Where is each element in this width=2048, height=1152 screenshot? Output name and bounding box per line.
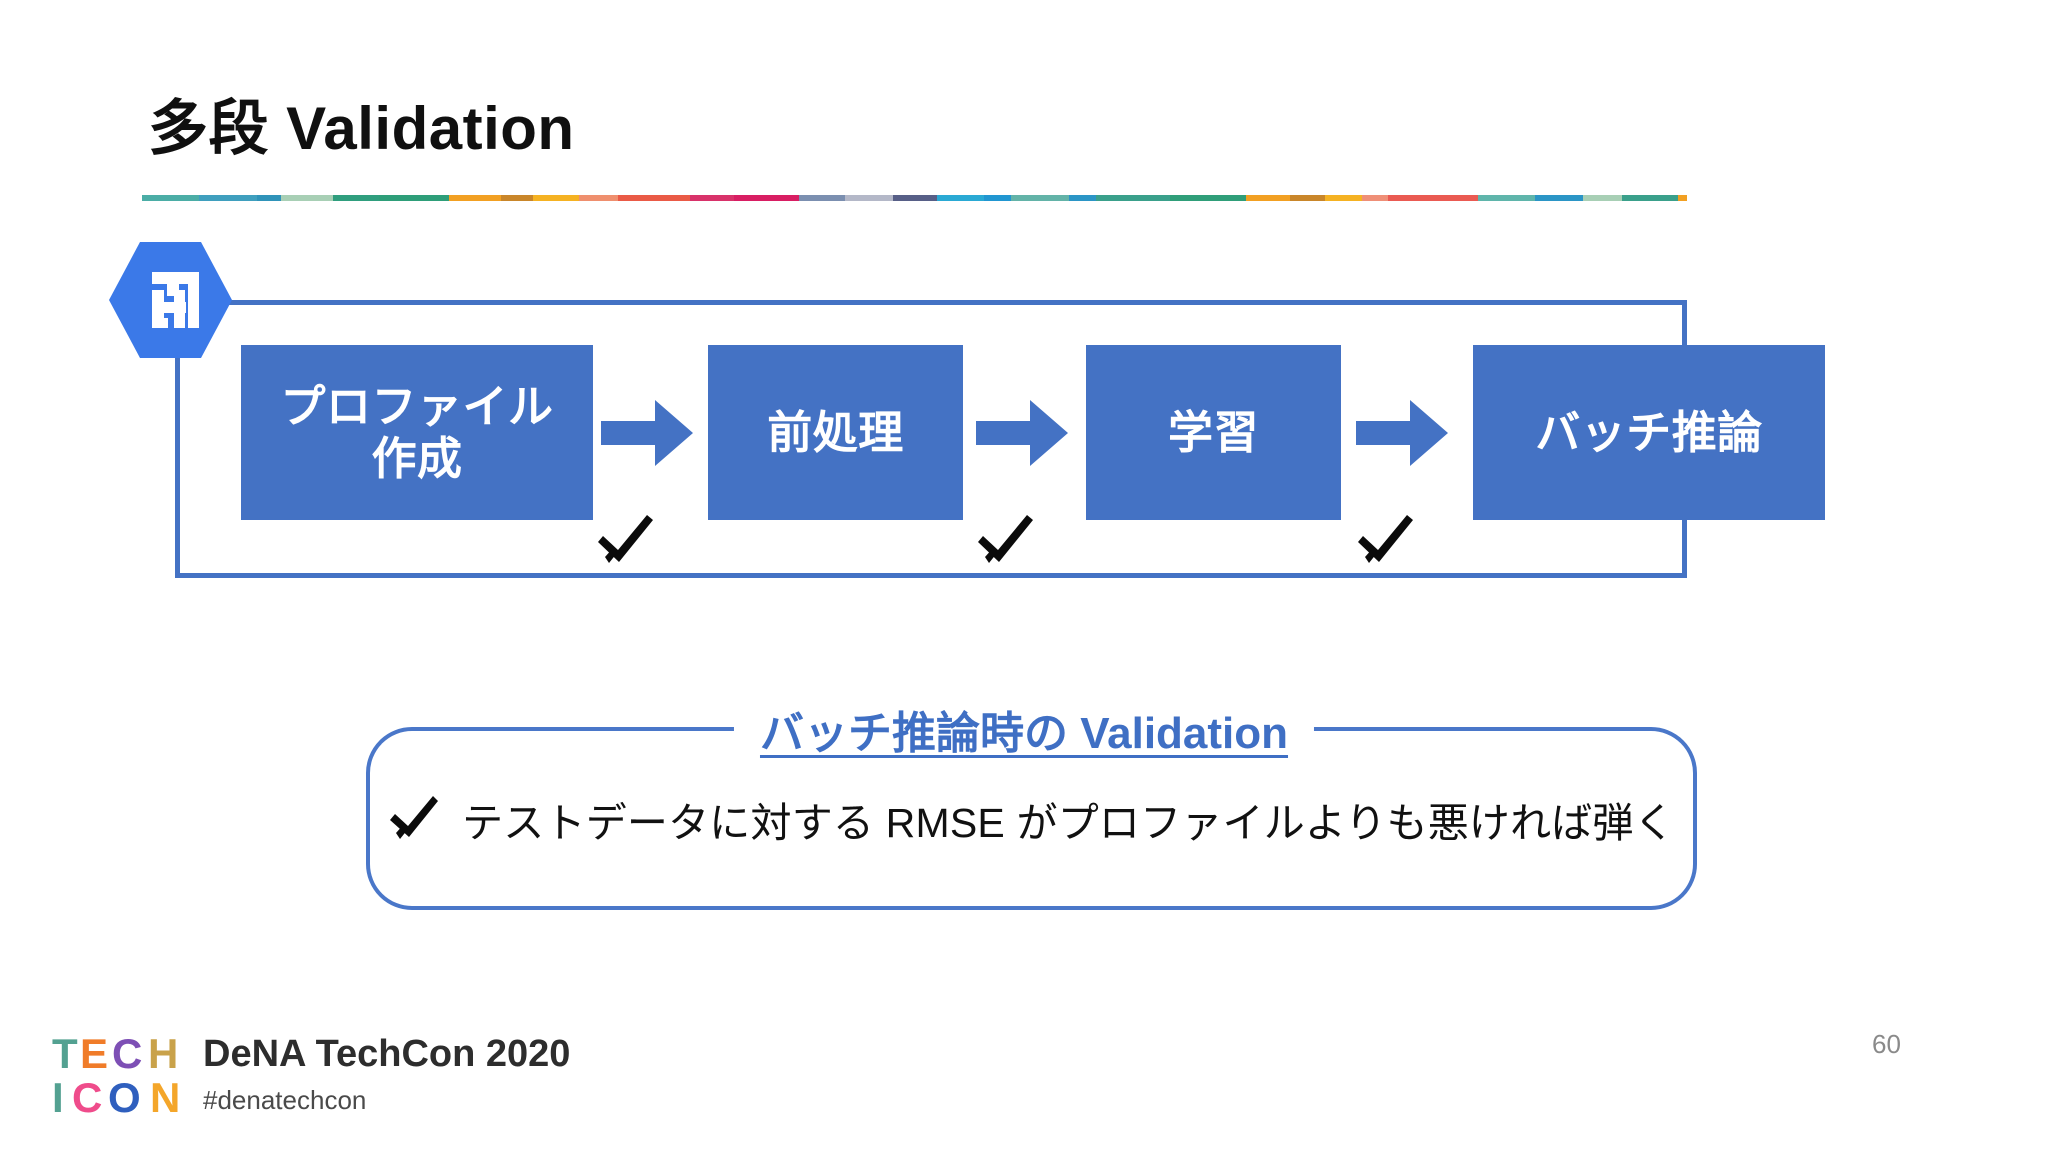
svg-text:N: N xyxy=(150,1074,180,1121)
divider-segment-27 xyxy=(1478,195,1536,201)
pipeline-stage-batch-inference[interactable]: バッチ推論 xyxy=(1473,345,1825,520)
divider-segment-28 xyxy=(1535,195,1584,201)
divider-segment-12 xyxy=(734,195,800,201)
callout-text: テストデータに対する RMSE がプロファイルよりも悪ければ弾く xyxy=(462,799,1675,846)
check-icon xyxy=(1355,512,1415,570)
callout-body: テストデータに対する RMSE がプロファイルよりも悪ければ弾く xyxy=(370,789,1693,849)
divider-segment-18 xyxy=(1011,195,1069,201)
page-number: 60 xyxy=(1872,1029,1901,1059)
divider-segment-23 xyxy=(1289,195,1326,201)
divider-segment-26 xyxy=(1387,195,1479,201)
stage-label: 学習 xyxy=(1167,406,1259,458)
stage-label: バッチ推論 xyxy=(1535,406,1763,458)
divider-segment-29 xyxy=(1583,195,1623,201)
page-title: 多段 Validation xyxy=(148,95,575,162)
check-icon xyxy=(975,512,1035,570)
svg-text:C: C xyxy=(112,1030,142,1077)
techcon-logo: T E C H I C O N xyxy=(50,1030,190,1122)
divider-segment-5 xyxy=(379,195,450,201)
divider-segment-16 xyxy=(937,195,984,201)
divider-segment-3 xyxy=(281,195,334,201)
divider-segment-9 xyxy=(579,195,619,201)
stage-label: 前処理 xyxy=(767,406,904,458)
divider-segment-31 xyxy=(1677,195,1687,201)
divider-segment-14 xyxy=(845,195,894,201)
pipeline-stage-preprocessing[interactable]: 前処理 xyxy=(708,345,963,520)
divider-segment-15 xyxy=(893,195,938,201)
divider-segment-1 xyxy=(199,195,258,201)
arrow-right-icon xyxy=(1356,400,1448,466)
svg-text:I: I xyxy=(52,1074,64,1121)
svg-text:H: H xyxy=(148,1030,178,1077)
divider-segment-10 xyxy=(618,195,691,201)
divider-segment-17 xyxy=(983,195,1012,201)
divider-segment-0 xyxy=(142,195,200,201)
svg-text:T: T xyxy=(52,1030,78,1077)
divider-segment-7 xyxy=(500,195,534,201)
stage-label: プロファイル 作成 xyxy=(280,381,554,484)
divider-segment-30 xyxy=(1622,195,1678,201)
check-icon xyxy=(388,794,440,844)
arrow-right-icon xyxy=(976,400,1068,466)
divider-segment-13 xyxy=(799,195,846,201)
footer-title: DeNA TechCon 2020 xyxy=(203,1033,571,1075)
check-icon xyxy=(595,512,655,570)
divider-segment-24 xyxy=(1325,195,1362,201)
arrow-right-icon xyxy=(601,400,693,466)
divider-segment-21 xyxy=(1170,195,1246,201)
svg-text:E: E xyxy=(80,1030,108,1077)
divider-segment-2 xyxy=(257,195,282,201)
divider-segment-4 xyxy=(333,195,380,201)
divider-segment-22 xyxy=(1245,195,1290,201)
footer-hashtag: #denatechcon xyxy=(203,1085,367,1115)
divider-segment-6 xyxy=(449,195,501,201)
divider-segment-20 xyxy=(1096,195,1171,201)
gcp-pipeline-hexagon-icon xyxy=(104,240,237,360)
divider-segment-11 xyxy=(690,195,735,201)
callout-title: バッチ推論時の Validation xyxy=(733,697,1315,761)
divider-segment-8 xyxy=(533,195,580,201)
svg-text:C: C xyxy=(72,1074,102,1121)
svg-text:O: O xyxy=(108,1074,141,1121)
divider-segment-25 xyxy=(1361,195,1388,201)
pipeline-stage-training[interactable]: 学習 xyxy=(1086,345,1341,520)
rainbow-divider xyxy=(142,195,1687,201)
pipeline-stage-profile-creation[interactable]: プロファイル 作成 xyxy=(241,345,593,520)
divider-segment-19 xyxy=(1068,195,1097,201)
